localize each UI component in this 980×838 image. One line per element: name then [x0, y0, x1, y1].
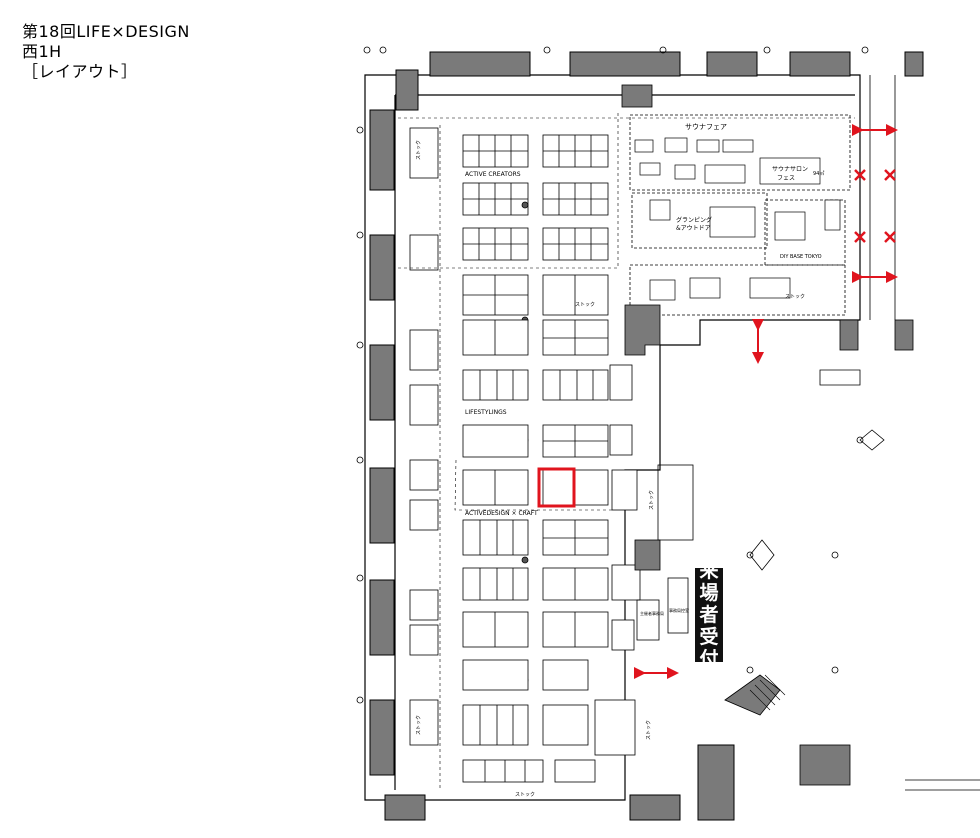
reception-char-3: 者 — [699, 604, 719, 626]
office-host-label: 主催者事務局 — [640, 610, 664, 616]
active-creators-booths — [462, 134, 609, 261]
closed-passage-marks — [854, 169, 896, 243]
office-staff-label: 事務局控室 — [669, 607, 689, 613]
entrance-structure — [621, 84, 914, 786]
stock-label-2: ストック — [785, 294, 805, 300]
zone-sauna-salon-2: フェス — [777, 175, 795, 182]
exhibitor-booths — [462, 274, 609, 783]
side-booths — [409, 127, 641, 756]
stock-label-1: ストック — [575, 302, 595, 308]
zone-glamping-2: &アウトドア — [676, 224, 711, 232]
map-subtitle: ［レイアウト］ — [22, 62, 138, 81]
stairs — [749, 674, 786, 711]
zone-glamping-1: グランピング — [676, 216, 712, 224]
zone-active-design-craft: ACTIVEDESIGN × CRAFT — [465, 510, 538, 517]
stock-label-5: ストック — [649, 490, 655, 510]
aisle-lines — [398, 110, 855, 790]
stock-label-3: ストック — [515, 792, 535, 798]
zone-diy-base: DIY BASE TOKYO — [780, 254, 822, 260]
stock-label-4: ストック — [646, 720, 652, 740]
wall-blocks-top — [395, 51, 924, 111]
reception-char-1: 来 — [699, 560, 719, 582]
map-title: 第18回LIFE×DESIGN — [22, 22, 190, 41]
stock-label-6: ストック — [416, 140, 422, 160]
wall-blocks-left — [369, 109, 735, 821]
reception-char-4: 受 — [699, 626, 719, 648]
reception-char-2: 場 — [699, 582, 719, 604]
zone-sauna-salon-area: 94㎡ — [813, 170, 824, 177]
stock-label-7: ストック — [416, 715, 422, 735]
map-title-block: 第18回LIFE×DESIGN 西1H ［レイアウト］ — [22, 22, 190, 82]
hall-name: 西1H — [22, 42, 62, 61]
visitor-reception-sign: 来 場 者 受 付 — [695, 560, 723, 670]
reception-char-5: 付 — [699, 648, 719, 670]
zone-lifestylings: LIFESTYLINGS — [465, 409, 507, 416]
zone-sauna-salon-1: サウナサロン — [772, 165, 808, 173]
sauna-booths — [634, 137, 841, 301]
zone-sauna-fair: サウナフェア — [685, 123, 727, 131]
zone-active-creators: ACTIVE CREATORS — [465, 171, 521, 178]
highlighted-booth — [537, 467, 576, 508]
sauna-area — [629, 114, 851, 316]
passage-arrows — [634, 124, 898, 679]
